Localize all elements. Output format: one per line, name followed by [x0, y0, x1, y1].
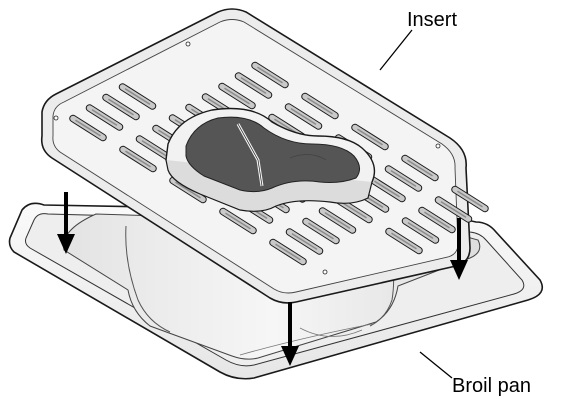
insert-rivet [323, 270, 327, 274]
broil-pan-label: Broil pan [452, 376, 531, 396]
insert-rivet [436, 144, 440, 148]
insert-leader-line [380, 30, 412, 70]
insert-label: Insert [407, 10, 457, 30]
broil-pan-leader-line [420, 352, 452, 378]
insert-rivet [54, 116, 58, 120]
insert-rivet [186, 42, 190, 46]
